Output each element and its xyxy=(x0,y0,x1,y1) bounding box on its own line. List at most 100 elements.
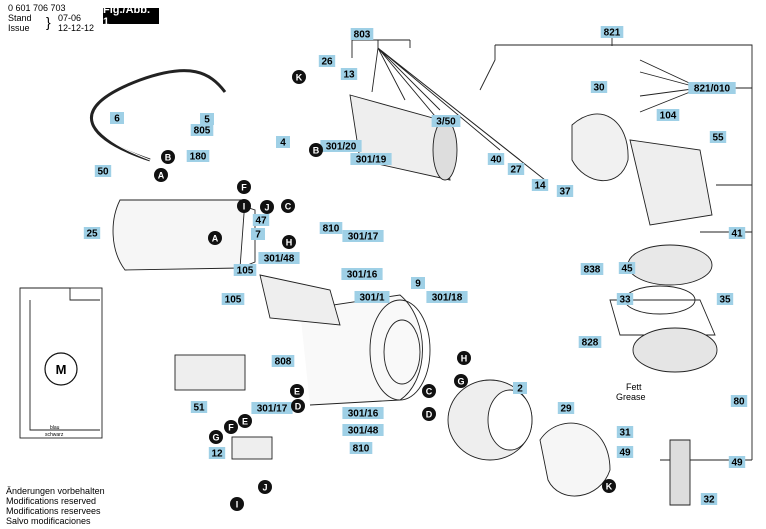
part-label: 301/17 xyxy=(342,230,384,243)
issue-value: 12-12-12 xyxy=(58,23,95,33)
note-line: Modifications reserved xyxy=(6,496,97,506)
part-label-bg xyxy=(83,227,101,239)
part-label-bg xyxy=(319,222,343,234)
connector-letter: E xyxy=(242,417,248,427)
grease-label-en: Grease xyxy=(616,392,646,402)
part-label-text: 50 xyxy=(97,167,109,178)
connector-letter: C xyxy=(285,202,292,212)
part-label-bg xyxy=(341,268,383,280)
connector-mark: J xyxy=(260,200,274,214)
part-label-text: 80 xyxy=(733,397,745,408)
part-label: 31 xyxy=(616,426,634,439)
connector-mark: A xyxy=(154,168,168,182)
connector-circle xyxy=(292,70,306,84)
connector-circle xyxy=(230,497,244,511)
part-label: 26 xyxy=(318,55,336,68)
part-label: 180 xyxy=(186,150,210,163)
connector-circle xyxy=(602,479,616,493)
part-label-bg xyxy=(411,277,425,289)
part-label-text: 30 xyxy=(593,83,605,94)
part-label: 805 xyxy=(190,124,214,137)
connector-mark: E xyxy=(290,384,304,398)
part-label: 301/16 xyxy=(342,407,384,420)
connector-mark: D xyxy=(422,407,436,421)
part-label-bg xyxy=(320,140,362,152)
wire-label: schwarz xyxy=(45,432,64,438)
part-label: 27 xyxy=(507,163,525,176)
part-label-text: 29 xyxy=(560,404,572,415)
connector-circle xyxy=(422,384,436,398)
part-label: 12 xyxy=(208,447,226,460)
part-label: 33 xyxy=(616,293,634,306)
part-label-text: 55 xyxy=(712,133,724,144)
part-label-bg xyxy=(531,179,549,191)
part-label-text: 49 xyxy=(619,448,631,459)
part-label-text: 32 xyxy=(703,495,715,506)
part-label-text: 821/010 xyxy=(694,84,731,95)
part-label: 32 xyxy=(700,493,718,506)
connector-mark: D xyxy=(291,399,305,413)
part-label-text: 3/50 xyxy=(436,117,456,128)
note-line: Salvo modificaciones xyxy=(6,516,91,526)
motor-label: M xyxy=(56,362,67,377)
part-label-bg xyxy=(354,291,390,303)
connector-letter: K xyxy=(606,482,613,492)
part-label-text: 13 xyxy=(343,70,355,81)
part-label-bg xyxy=(656,109,680,121)
part-label-bg xyxy=(578,336,602,348)
part-label-text: 301/17 xyxy=(348,232,379,243)
part-label: 301/16 xyxy=(341,268,383,281)
connector-circle xyxy=(281,199,295,213)
part-label-text: 12 xyxy=(211,449,223,460)
part-label-text: 301/17 xyxy=(257,404,288,415)
connector-mark: J xyxy=(258,480,272,494)
connector-letter: A xyxy=(158,171,165,181)
connector-letter: F xyxy=(228,423,234,433)
part-label-bg xyxy=(618,262,636,274)
part-label-text: 301/16 xyxy=(348,409,379,420)
part-label: 40 xyxy=(487,153,505,166)
part-label-text: 180 xyxy=(190,152,207,163)
part-label: 41 xyxy=(728,227,746,240)
leader-lines xyxy=(19,38,753,506)
part-label-bg xyxy=(186,150,210,162)
connector-circle xyxy=(238,414,252,428)
part-label-text: 301/16 xyxy=(347,270,378,281)
part-label: 55 xyxy=(709,131,727,144)
connector-mark: K xyxy=(292,70,306,84)
part-label: 51 xyxy=(190,401,208,414)
part-label-bg xyxy=(350,153,392,165)
part-label: 7 xyxy=(251,228,265,241)
connector-circle xyxy=(237,180,251,194)
part-label-text: 810 xyxy=(353,444,370,455)
part-label: 50 xyxy=(94,165,112,178)
connector-letter: H xyxy=(461,354,468,364)
part-label: 9 xyxy=(411,277,425,290)
part-label-bg xyxy=(513,382,527,394)
part-label: 49 xyxy=(728,456,746,469)
part-label-text: 41 xyxy=(731,229,743,240)
part-label: 47 xyxy=(252,214,270,227)
part-label-bg xyxy=(426,291,468,303)
part-label-text: 7 xyxy=(255,230,261,241)
part-label-bg xyxy=(200,113,214,125)
part-label-bg xyxy=(349,442,373,454)
connector-letter: I xyxy=(236,500,239,510)
connector-circle xyxy=(457,351,471,365)
part-label-text: 31 xyxy=(619,428,631,439)
part-label-bg xyxy=(342,424,384,436)
part-label-bg xyxy=(276,136,290,148)
part-label-text: 51 xyxy=(193,403,205,414)
part-label: 49 xyxy=(616,446,634,459)
part-label-bg xyxy=(590,81,608,93)
part-label: 2 xyxy=(513,382,527,395)
connector-letter: K xyxy=(296,73,303,83)
connector-circle xyxy=(161,150,175,164)
part-label: 5 xyxy=(200,113,214,126)
connector-mark: H xyxy=(457,351,471,365)
part-label: 104 xyxy=(656,109,680,122)
part-label-bg xyxy=(730,395,748,407)
part-label: 30 xyxy=(590,81,608,94)
